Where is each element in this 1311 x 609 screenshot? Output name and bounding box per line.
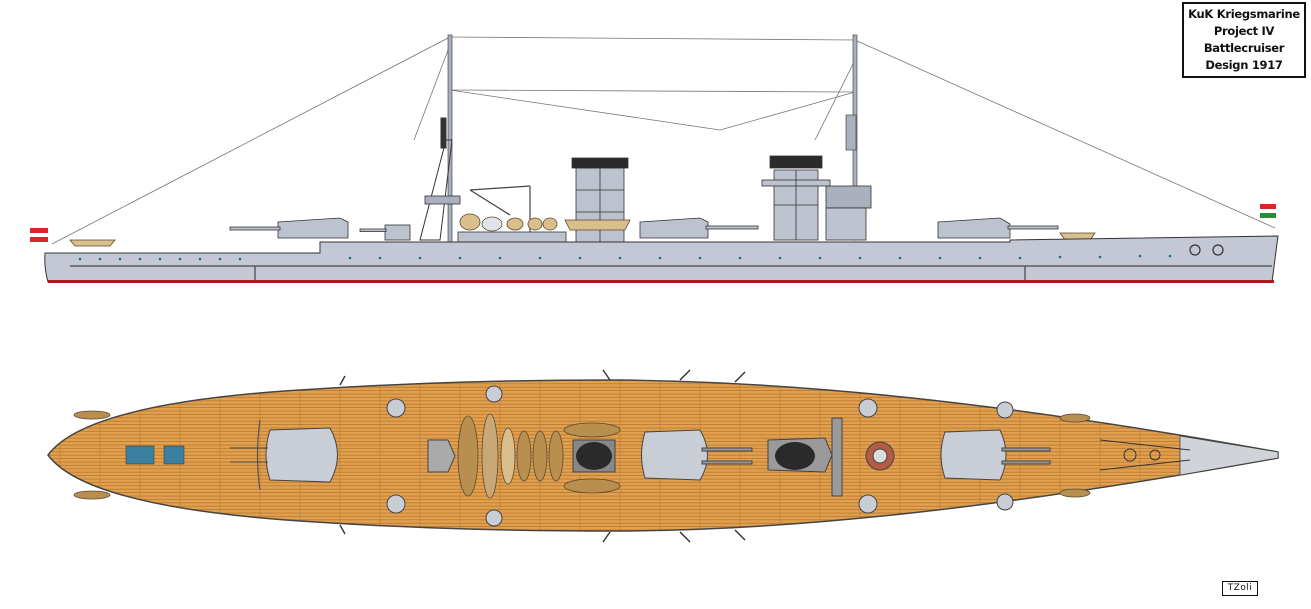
hull-side	[44, 235, 1279, 283]
side-elevation	[30, 34, 1279, 283]
port-holes	[78, 254, 1172, 261]
bridge-superstructure	[825, 207, 867, 241]
boat-crane	[469, 185, 531, 240]
foremast-platform-top	[427, 439, 456, 473]
bow-flag-icon	[1260, 204, 1276, 218]
plan-view	[47, 369, 1279, 543]
title-line-design: Design 1917	[1205, 58, 1283, 72]
boats-top	[73, 410, 1091, 500]
anchor-icon	[1189, 244, 1224, 256]
turret-a-side	[229, 217, 349, 239]
bow-plating	[1179, 435, 1279, 476]
title-box: KuK Kriegsmarine Project IV Battlecruise…	[1182, 2, 1306, 78]
title-line-type: Battlecruiser	[1203, 41, 1285, 55]
mainmast	[825, 34, 872, 241]
aft-funnel	[761, 155, 831, 241]
rigging-lines	[51, 36, 1276, 245]
fore-funnel-top	[572, 439, 616, 473]
turret-c-side	[937, 217, 1059, 239]
anchor-gear-top	[1099, 439, 1191, 471]
turret-b-side	[639, 217, 759, 239]
fore-superstructure	[457, 231, 567, 243]
artist-signature: TZoli	[1222, 581, 1258, 596]
mainmast-platform-top	[831, 417, 895, 497]
turret-a-top	[230, 427, 338, 483]
boats-side	[69, 213, 1096, 247]
turret-c-top	[940, 429, 1051, 481]
gun-tubs-top	[386, 385, 1014, 527]
title-line-project: Project IV	[1213, 24, 1275, 38]
turret-b-top	[641, 429, 753, 481]
aft-funnel-top	[767, 437, 833, 473]
turret-small-side	[359, 224, 411, 241]
foremast	[419, 34, 461, 244]
stern-flag-icon	[30, 228, 48, 242]
hatches-top	[125, 445, 185, 465]
forecastle-break	[256, 419, 261, 491]
title-line-navy: KuK Kriegsmarine	[1188, 7, 1300, 21]
